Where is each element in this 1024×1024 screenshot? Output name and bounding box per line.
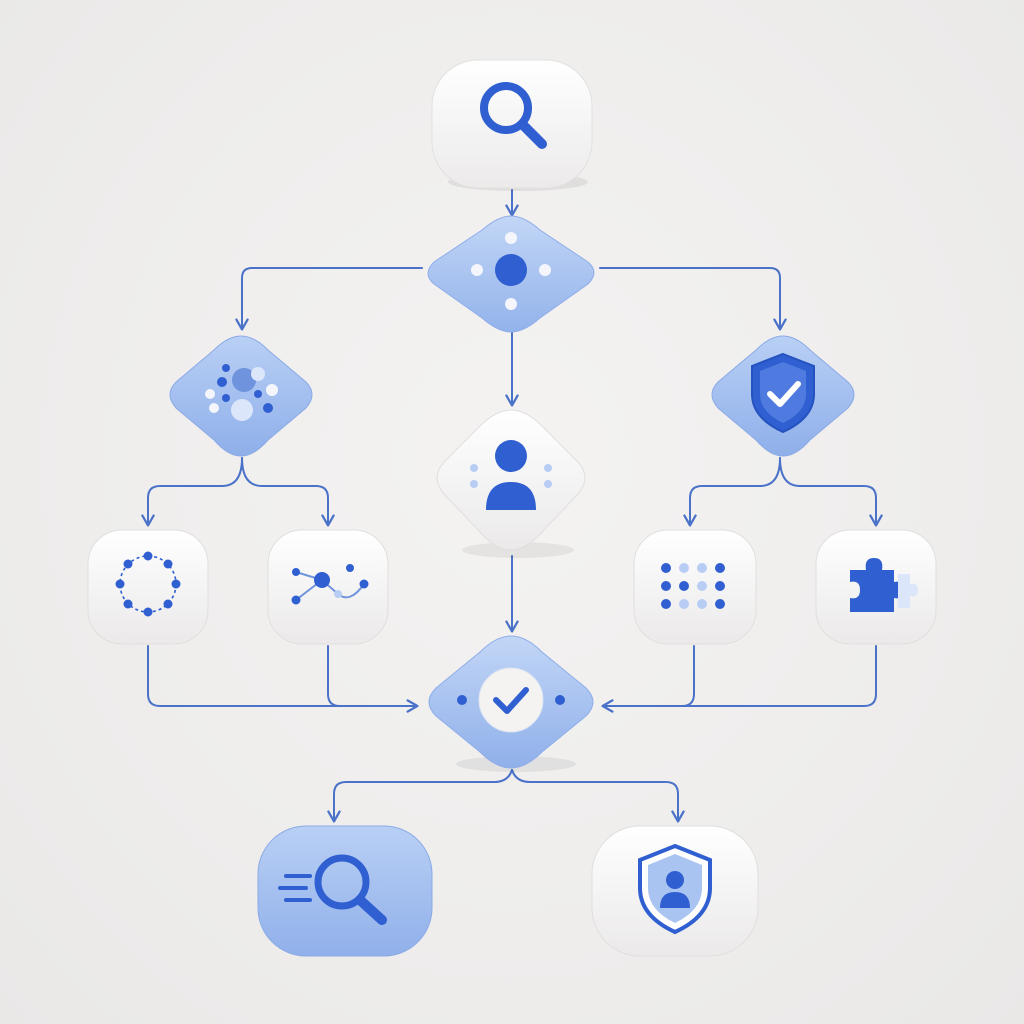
search-icon bbox=[480, 82, 547, 149]
ring-network-icon bbox=[115, 551, 181, 617]
edge-hub-to-security bbox=[599, 267, 787, 331]
verify-merge-node[interactable] bbox=[420, 632, 602, 772]
protected-user-output-node[interactable] bbox=[590, 824, 760, 960]
edge-security-to-puzzle bbox=[779, 457, 883, 527]
edge-puzzle-to-verify bbox=[601, 645, 877, 713]
molecule-cluster-icon bbox=[205, 364, 278, 421]
security-branch-node[interactable] bbox=[704, 332, 862, 460]
user-icon bbox=[470, 440, 552, 510]
dot-grid-node[interactable] bbox=[632, 528, 758, 648]
edge-hub-to-cluster bbox=[235, 267, 423, 331]
puzzle-node[interactable] bbox=[814, 528, 938, 648]
search-start-node[interactable] bbox=[430, 58, 594, 192]
fast-search-icon bbox=[278, 854, 387, 925]
edge-ring-to-verify bbox=[147, 645, 419, 713]
edge-grid-to-verify bbox=[681, 645, 695, 707]
shield-check-icon bbox=[751, 352, 815, 434]
line-graph-node[interactable] bbox=[266, 528, 390, 648]
edge-cluster-to-graph bbox=[241, 457, 335, 527]
fast-search-output-node[interactable] bbox=[256, 824, 434, 960]
hub-decision-node[interactable] bbox=[420, 212, 602, 336]
line-graph-icon bbox=[291, 564, 369, 605]
shield-user-icon bbox=[638, 843, 712, 935]
dot-grid-icon bbox=[661, 563, 725, 609]
edge-verify-to-fastsearch bbox=[327, 769, 513, 823]
edge-security-to-grid bbox=[683, 457, 781, 527]
puzzle-icon bbox=[850, 558, 918, 612]
edge-verify-to-protecteduser bbox=[511, 769, 685, 823]
edge-graph-to-verify bbox=[327, 645, 341, 707]
cluster-branch-node[interactable] bbox=[162, 332, 320, 460]
edge-cluster-to-ring bbox=[141, 457, 243, 527]
check-circle-icon bbox=[457, 667, 565, 733]
ring-network-node[interactable] bbox=[86, 528, 210, 648]
user-center-node[interactable] bbox=[428, 406, 594, 558]
hub-network-icon bbox=[471, 232, 551, 310]
